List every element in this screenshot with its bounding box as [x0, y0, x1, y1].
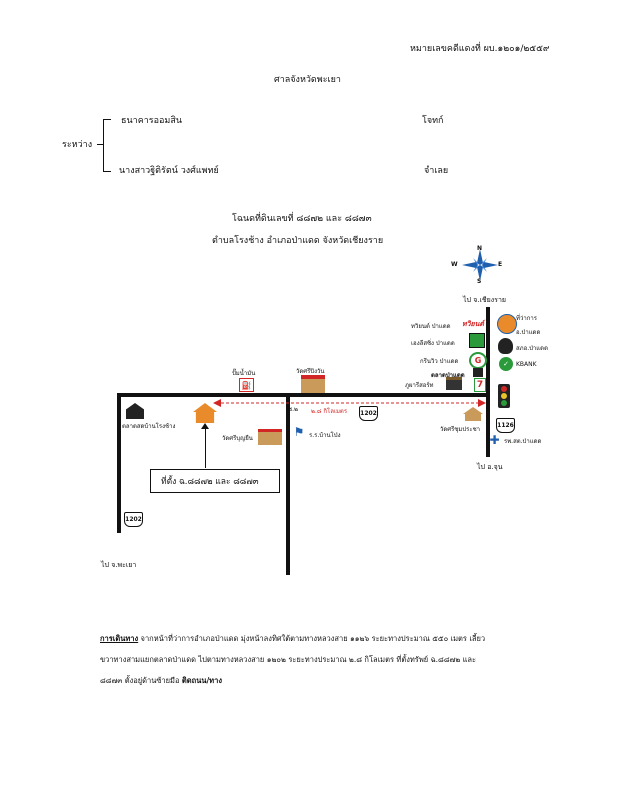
- compass-w: W: [451, 261, 458, 268]
- leasing-icon: [469, 333, 485, 348]
- directions-line-1: การเดินทาง จากหน้าที่ว่าการอำเภอป่าแดด ม…: [100, 633, 485, 645]
- temple-icon: [301, 375, 325, 393]
- fuel-pump-icon: ⛽: [239, 378, 254, 392]
- compass-s: S: [477, 278, 482, 285]
- market-rongchang-label: ตลาดสดบ้านโรงช้าง: [122, 423, 176, 430]
- directions-heading: การเดินทาง: [100, 634, 139, 643]
- defendant-name: นางสาวฐิติรัตน์ วงศ์แพทย์: [119, 166, 219, 176]
- wat-pingwan-label: วัดศรีปิงวัน: [296, 368, 325, 375]
- distance-arrow: [213, 399, 486, 407]
- to-jun-label: ไป อ.จุน: [477, 463, 503, 471]
- location-box: ที่ตั้ง ฉ.๘๘๗๒ และ ๘๘๗๓: [150, 469, 280, 493]
- district-office-label-2: อ.ป่าแดด: [516, 329, 541, 336]
- compass-icon: [462, 249, 498, 281]
- hospital-label: รพ.สต.ป่าแดด: [504, 438, 542, 445]
- police-icon: [498, 338, 513, 354]
- plaintiff-name: ธนาคารออมสิน: [121, 116, 182, 126]
- police-label: สภอ.ป่าแดด: [516, 345, 548, 352]
- directions-text-3: ๘๘๗๓ ตั้งอยู่ด้านซ้ายมือ: [100, 676, 182, 685]
- gasstation-g-icon: G: [469, 352, 487, 369]
- poonrat-label: ภูผารีสอร์ท: [405, 382, 434, 389]
- bracket-bottom: [103, 171, 111, 172]
- green-label: กรีนวิว ป่าแดด: [420, 358, 459, 365]
- directions-line-2: ขวาทางสามแยกตลาดป่าแดด ไปตามทางหลวงสาย ๑…: [100, 655, 477, 664]
- house-icon: [193, 403, 217, 423]
- road-to-phayao: [117, 393, 121, 533]
- soi-2-road: [286, 393, 290, 575]
- school-label: ร.ร.บ้านโป่ง: [309, 432, 341, 439]
- route-1202-shield-a: 1202: [359, 406, 378, 421]
- highway-1202: [117, 393, 490, 397]
- market-rongchang-icon: [126, 403, 144, 419]
- hospital-icon: ✚: [489, 432, 500, 447]
- twin-logo: ทวิยนต์: [462, 320, 484, 328]
- district-office-label: ที่ว่าการ: [516, 315, 537, 322]
- route-1202-shield-b: 1202: [124, 512, 143, 527]
- between-label: ระหว่าง: [62, 140, 93, 150]
- directions-text-3-bold: ติดถนน/ทาง: [181, 676, 222, 685]
- soi-2-label: ซ.๒: [288, 406, 298, 413]
- deed-title: โฉนดที่ดินเลขที่ ๘๘๗๒ และ ๘๘๗๓: [232, 214, 372, 224]
- distance-label: ๒.๘ กิโลเมตร: [311, 408, 348, 415]
- wat-boonyuen-icon: [258, 429, 282, 445]
- court-name: ศาลจังหวัดพะเยา: [274, 75, 341, 85]
- wat-boonyuen-label: วัดศรีบุญยืน: [222, 435, 253, 442]
- twin-label: ทวิยนต์ ป่าแดด: [411, 323, 451, 330]
- bracket-top: [103, 119, 111, 120]
- pointer-line: [205, 425, 206, 468]
- directions-text-1: จากหน้าที่ว่าการอำเภอป่าแดด มุ่งหน้าลงทิ…: [138, 634, 486, 643]
- market-icon: [473, 368, 483, 377]
- wat-choom-icon: [463, 407, 483, 421]
- traffic-light-icon: [498, 384, 510, 408]
- bracket-mid: [97, 144, 103, 145]
- district-office-icon: [497, 314, 517, 334]
- highway-1126: [486, 307, 490, 457]
- plaintiff-role: โจทก์: [422, 116, 444, 126]
- to-chiangrai-label: ไป จ.เชียงราย: [463, 296, 506, 304]
- route-1126-shield: 1126: [496, 418, 515, 433]
- compass-n: N: [477, 245, 483, 252]
- kbank-label: KBANK: [516, 361, 537, 368]
- market-label: ตลาดป่าแดด: [431, 372, 465, 379]
- party-bracket: [103, 119, 112, 171]
- defendant-role: จำเลย: [424, 166, 449, 176]
- resort-icon: [446, 377, 462, 390]
- compass-e: E: [498, 261, 503, 268]
- kbank-icon: ✓: [499, 357, 513, 371]
- wat-choom-label: วัดศรีชุมประชา: [440, 426, 481, 433]
- seven-eleven-icon: 7: [474, 378, 486, 392]
- pointer-arrowhead: [201, 423, 209, 429]
- school-icon: ⚑: [293, 425, 305, 439]
- case-number: หมายเลขคดีแดงที่ ผบ.๑๒๐๑/๒๕๕๙: [410, 44, 550, 54]
- directions-line-3: ๘๘๗๓ ตั้งอยู่ด้านซ้ายมือ ติดถนน/ทาง: [100, 675, 222, 687]
- kasikorn-label: เฮงลีสซิ่ง ป่าแดด: [411, 340, 455, 347]
- deed-location: ตำบลโรงช้าง อำเภอป่าแดด จังหวัดเชียงราย: [212, 236, 384, 246]
- gas-station-label: ปั๊มน้ำมัน: [232, 370, 256, 377]
- to-phayao-label: ไป จ.พะเยา: [101, 561, 137, 569]
